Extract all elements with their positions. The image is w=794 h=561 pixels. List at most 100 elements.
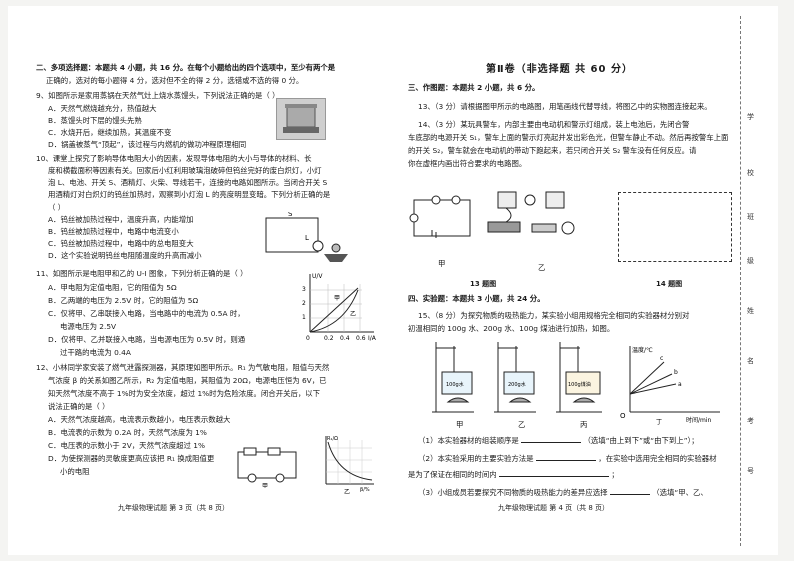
q13-schematic — [409, 195, 471, 238]
beaker-bing-label: 100g煤油 — [568, 381, 591, 388]
beaker-jia-label: 100g水 — [446, 381, 464, 388]
graph-line-b — [629, 373, 673, 395]
page-3-footer: 九年级物理试题 第 3 页（共 8 页） — [118, 504, 230, 512]
gutter-char: 学 — [747, 113, 754, 121]
q15-sub3-blank[interactable] — [609, 486, 650, 495]
q15-line1: 15、（8 分）为探究物质的吸热能力，某实验小组用规格完全相同的实验器材分别对 — [418, 311, 690, 320]
q12-option-b: B．电流表的示数为 0.2A 时，天然气浓度为 1% — [48, 428, 207, 437]
q12-option-a: A．天然气浓度越高，电流表示数越小，电压表示数越大 — [48, 415, 231, 424]
q15-sub1-suffix: （选填“由上到下”或“由下到上”）； — [583, 436, 699, 445]
q15-sub1-text: （1）本实验器材的组装顺序是 — [418, 436, 519, 445]
q9-option-c: C．水烧开后，继续加热，其温度不变 — [48, 128, 172, 137]
temp-time-graph-figure: 温度/℃ 时间/min O c b a 丁 — [616, 342, 726, 426]
ui-graph-label-jia: 甲 — [334, 295, 340, 302]
beaker-bing: 100g煤油 — [556, 342, 602, 413]
q15-sub3-suffix: （选填“甲、乙、 — [652, 488, 708, 497]
q11-option-d2: 过干路的电流为 0.4A — [60, 348, 131, 357]
graph-label-a: a — [678, 381, 682, 388]
q15-sub1-blank[interactable] — [521, 434, 582, 443]
graph-origin: O — [620, 412, 626, 420]
q12-line4: 说法正确的是（ ） — [48, 402, 110, 411]
q9-option-d: D．锅盖被蒸气“顶起”，该过程与内燃机的做功冲程原理相同 — [48, 140, 247, 149]
graph-line-a — [629, 383, 677, 395]
steamer-illustration — [283, 104, 319, 133]
q11-stem: 11、如图所示是电阻甲和乙的 U-I 图象，下列分析正确的是（ ） — [36, 269, 248, 278]
q14-line2: 车底部的电源开关 S₁，警车上面的警示灯亮起并发出彩色光，但警车静止不动。然后再… — [408, 133, 729, 142]
q14-line1: 14、（3 分）某玩具警车，内部主要由电动机和警示灯组成，装上电池后，先闭合警 — [418, 120, 690, 129]
q10-option-b: B．钨丝被加热过程中，电路中电流变小 — [48, 227, 179, 236]
beaker-jia: 100g水 — [432, 342, 474, 413]
q15-sub2-blank[interactable] — [535, 452, 596, 461]
section3-header: 三、作图题：本题共 2 小题，共 6 分。 — [408, 83, 540, 92]
page-3: 二、多项选择题：本题共 4 小题，共 16 分。在每个小题给出的四个选项中，至少… — [36, 6, 384, 555]
q12-graph-label: 乙 — [344, 489, 350, 494]
q14-answer-box[interactable] — [618, 192, 732, 262]
ui-graph-ytick-1: 1 — [302, 314, 306, 321]
beaker-yi: 200g水 — [494, 342, 536, 413]
q11-option-c2: 电源电压为 2.5V — [60, 322, 117, 331]
gutter-char: 号 — [747, 467, 754, 475]
q13-realobject — [487, 191, 575, 235]
q15-sub2-suffix: ，在实验中选用完全相同的实验器材 — [598, 454, 717, 463]
q13-label-jia: 甲 — [438, 259, 446, 268]
q12-graph-ylabel: R₁/Ω — [327, 436, 338, 442]
q10-lamp-label: L — [305, 234, 309, 242]
q15-sub2: （2）本实验采用的主要实验方法是 ，在实验中选用完全相同的实验器材 — [418, 452, 717, 465]
ui-graph-ylabel: U/V — [312, 273, 323, 280]
q15-sub2-cont: 是为了保证在相同的时间内 ； — [408, 468, 619, 481]
q11-option-b: B．乙两端的电压为 2.5V 时，它的阻值为 5Ω — [48, 296, 199, 305]
beaker-label-bing: 丙 — [580, 420, 588, 429]
q15-sub2-cont-suffix: ； — [611, 470, 619, 479]
q12-circuit-figure: 甲 — [232, 444, 304, 488]
q10-line2: 度和横截面积等因素有关。回家后小红利用玻璃泡破碎但钨丝完好的废白炽灯，小灯 — [48, 166, 322, 175]
ui-graph-xtick-3: 0.6 — [356, 335, 366, 342]
q9-option-b: B．蒸馒头时下层的馒头先熟 — [48, 116, 142, 125]
graph-label-ding: 丁 — [656, 419, 662, 426]
ui-graph-figure: U/V I/A 3 2 1 0 0.2 0.4 0.6 甲 乙 — [298, 270, 378, 342]
gutter-char: 考 — [747, 417, 754, 425]
gutter-char: 姓 — [747, 307, 754, 315]
q9-option-a: A．天然气燃烧越充分，热值越大 — [48, 104, 157, 113]
q10-line1: 10、课堂上探究了影响导体电阻大小的因素，发现导体电阻的大小与导体的材料、长 — [36, 154, 312, 163]
q11-option-c: C．仅将甲、乙串联接入电路，当电路中的电流为 0.5A 时， — [48, 309, 245, 318]
graph-line-c — [629, 361, 665, 395]
gutter-char: 校 — [747, 169, 754, 177]
q15-sub2-cont-blank[interactable] — [499, 468, 610, 477]
binding-gutter: 学 校 班 级 姓 名 考 号 — [740, 16, 761, 546]
gutter-char: 级 — [747, 257, 754, 265]
q13-stem: 13、（3 分）请根据图甲所示的电路图，用笔画线代替导线，将图乙中的实物图连接起… — [418, 102, 712, 111]
beaker-bing-figure: 100g煤油 — [552, 338, 612, 418]
q11-option-d: D．仅将甲、乙并联接入电路，当电源电压为 0.5V 时，则通 — [48, 335, 246, 344]
q15-sub2-cont-text: 是为了保证在相同的时间内 — [408, 470, 497, 479]
q12-graph: R₁/Ω β/% 乙 — [325, 436, 374, 494]
q10-line4: 用酒精灯对白炽灯的钨丝加热时，观察到小灯泡 L 的亮度明显变暗。下列分析正确的是 — [48, 190, 331, 199]
q10-circuit-diagram: S L — [265, 212, 348, 262]
q12-circuit: 甲 — [237, 447, 297, 488]
ui-graph-line-jia — [309, 287, 359, 333]
beaker-yi-figure: 200g水 — [490, 338, 546, 418]
gutter-char: 班 — [747, 213, 754, 221]
graph-label-b: b — [674, 369, 678, 376]
section4-header: 四、实验题：本题共 3 小题，共 24 分。 — [408, 294, 545, 303]
part2-title: 第Ⅱ卷（非选择题 共 60 分） — [486, 64, 633, 75]
steamer-photo — [276, 98, 326, 140]
beaker-jia-figure: 100g水 — [428, 338, 484, 418]
q15-sub2-text: （2）本实验采用的主要实验方法是 — [418, 454, 534, 463]
q9-stem: 9、如图所示是家用蒸锅在天然气灶上烧水蒸馒头，下列说法正确的是（ ） — [36, 91, 280, 100]
ui-graph: U/V I/A 3 2 1 0 0.2 0.4 0.6 甲 乙 — [302, 273, 377, 342]
q13-caption: 13 题图 — [470, 280, 497, 288]
q10-line3: 泡 L、电池、开关 S、酒精灯、火柴、导线若干，连接的电路如图所示。当闭合开关 … — [48, 178, 328, 187]
ui-graph-xlabel: I/A — [368, 335, 377, 342]
beaker-yi-label: 200g水 — [508, 381, 526, 388]
exam-sheet: 二、多项选择题：本题共 4 小题，共 16 分。在每个小题给出的四个选项中，至少… — [8, 6, 778, 555]
q14-caption: 14 题图 — [656, 280, 683, 288]
q10-option-c: C．钨丝被加热过程中，电路中的总电阻变大 — [48, 239, 194, 248]
q12-graph-figure: R₁/Ω β/% 乙 — [318, 432, 378, 494]
q13-circuit-yi — [486, 186, 586, 256]
graph-ylabel: 温度/℃ — [632, 346, 653, 354]
graph-xlabel: 时间/min — [686, 416, 712, 424]
ui-graph-label-yi: 乙 — [350, 311, 356, 318]
q13-circuit-jia — [408, 190, 478, 250]
q12-graph-xlabel: β/% — [360, 487, 370, 493]
gutter-char: 名 — [747, 357, 754, 365]
